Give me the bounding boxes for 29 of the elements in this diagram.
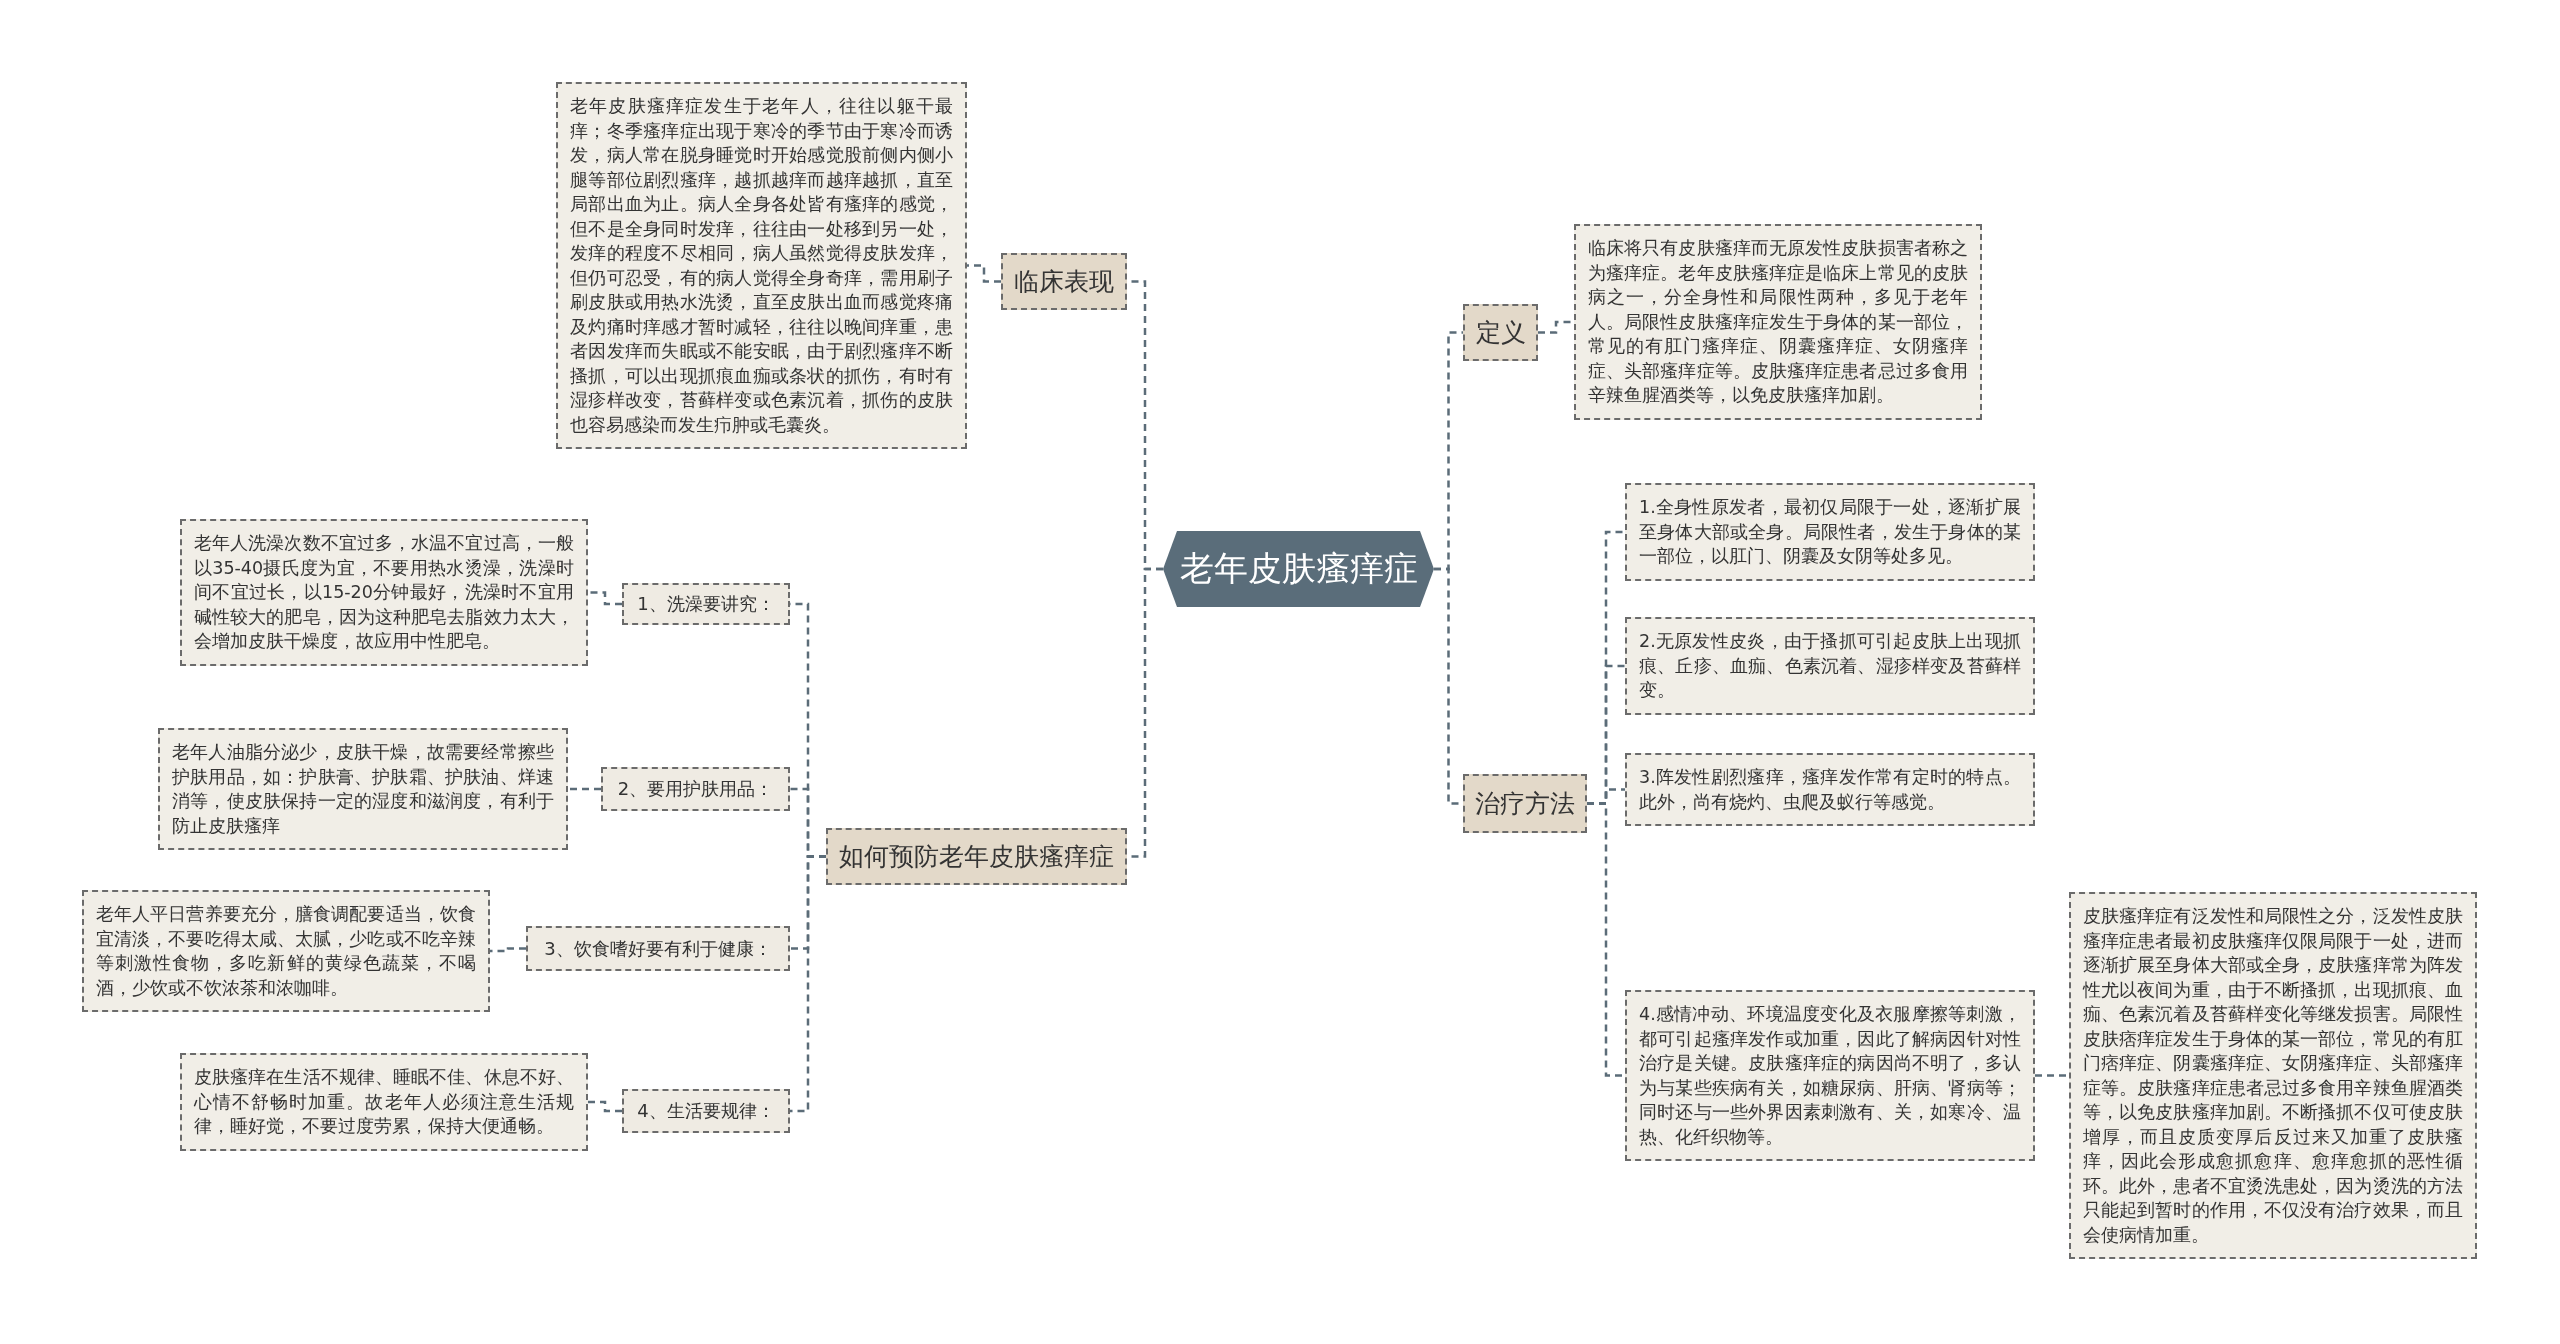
connector-line (588, 1100, 622, 1113)
connector-line (1538, 320, 1574, 334)
subtopic-box: 4、生活要规律： (622, 1089, 790, 1133)
text-box: 1.全身性原发者，最初仅局限于一处，逐渐扩展至身体大部或全身。局限性者，发生于身体的某一部位，以肛门、阴囊及女阴等处多见。 (1625, 483, 2035, 581)
text-box: 老年皮肤瘙痒症发生于老年人，往往以躯干最痒；冬季瘙痒症出现于寒冷的季节由于寒冷而诱发，病人常在脱身睡觉时开始感觉股前侧内侧小腿等部位剧烈瘙痒，越抓越痒而越痒越抓，直至局部出血为止。病人全身各处皆有瘙痒的感觉，但不是全身同时发痒，往往由一处移到另一处，发痒的程度不尽相同，病人虽然觉得皮肤发痒，但仍可忍受，有的病人觉得全身奇痒，需用刷子刷皮肤或用热水洗烫，直至皮肤出血而感觉疼痛及灼痛时痒感才暂时减轻，往往以晚间痒重，患者因发痒而失眠或不能安眠，由于剧烈瘙痒不断搔抓，可以出现抓痕血痂或条状的抓伤，有时有湿疹样改变，苔藓样变或色素沉着，抓伤的皮肤也容易感染而发生疖肿或毛囊炎。 (556, 82, 967, 449)
connector-line (790, 855, 826, 1113)
branch-box: 如何预防老年皮肤瘙痒症 (826, 828, 1127, 885)
connector-line (1587, 802, 1625, 1077)
text-box: 皮肤瘙痒症有泛发性和局限性之分，泛发性皮肤瘙痒症患者最初皮肤瘙痒仅限局限于一处，进而逐渐扩展至身体大部或全身，皮肤瘙痒常为阵发性尤以夜间为重，由于不断搔抓，出现抓痕、血痂、色素沉着及苔藓样变化等继发损害。局限性皮肤痞痒症发生于身体的某一部位，常见的有肛门痞痒症、阴囊瘙痒症、女阴瘙痒症、头部瘙痒症等。皮肤瘙痒症患者忌过多食用辛辣鱼腥酒类等，以免皮肤瘙痒加剧。不断搔抓不仅可使皮肤增厚，而且皮质变厚后反过来又加重了皮肤瘙痒，因此会形成愈抓愈痒、愈痒愈抓的恶性循环。此外，患者不宜烫洗患处，因为烫洗的方法只能起到暂时的作用，不仅没有治疗效果，而且会使病情加重。 (2069, 892, 2477, 1259)
text-box: 4.感情冲动、环境温度变化及衣服摩擦等刺激，都可引起瘙痒发作或加重，因此了解病因针对性治疗是关键。皮肤瘙痒症的病因尚不明了，多认为与某些疾病有关，如糖尿病、肝病、肾病等；同时还与一些外界因素刺激有、关，如寒冷、温热、化纤织物等。 (1625, 990, 2035, 1161)
connector-line (588, 591, 622, 606)
branch-box: 治疗方法 (1463, 774, 1587, 833)
text-box: 老年人洗澡次数不宜过多，水温不宜过高，一般以35-40摄氏度为宜，不要用热水烫澡，洗澡时间不宜过长，以15-20分钟最好，洗澡时不宜用碱性较大的肥皂，因为这种肥皂去脂效力太大，会增加皮肤干燥度，故应用中性肥皂。 (180, 519, 588, 666)
subtopic-box: 2、要用护肤用品： (601, 767, 790, 811)
branch-box: 定义 (1463, 304, 1538, 361)
subtopic-box: 1、洗澡要讲究： (622, 583, 790, 625)
branch-box: 临床表现 (1001, 253, 1127, 310)
topic-box: 老年皮肤瘙痒症 (1163, 531, 1434, 607)
text-box: 2.无原发性皮炎，由于搔抓可引起皮肤上出现抓痕、丘疹、血痂、色素沉着、湿疹样变及苔藓样变。 (1625, 617, 2035, 715)
text-box: 老年人油脂分泌少，皮肤干燥，故需要经常擦些护肤用品，如：护肤膏、护肤霜、护肤油、烊速消等，使皮肤保持一定的湿度和滋润度，有利于防止皮肤瘙痒 (158, 728, 568, 850)
text-box: 皮肤瘙痒在生活不规律、睡眠不佳、休息不好、心情不舒畅时加重。故老年人必须注意生活规律，睡好觉，不要过度劳累，保持大便通畅。 (180, 1053, 588, 1151)
connector-line (490, 947, 526, 953)
connector-line (2035, 1074, 2069, 1077)
connector-line (568, 787, 601, 791)
text-box: 临床将只有皮肤瘙痒而无原发性皮肤损害者称之为瘙痒症。老年皮肤瘙痒症是临床上常见的皮肤病之一，分全身性和局限性两种，多见于老年人。局限性皮肤瘙痒症发生于身体的某一部位，常见的有肛门瘙痒症、阴囊瘙痒症、女阴瘙痒症、头部瘙痒症等。皮肤瘙痒症患者忌过多食用辛辣鱼腥酒类等，以免皮肤瘙痒加剧。 (1574, 224, 1982, 420)
text-box: 老年人平日营养要充分，膳食调配要适当，饮食宜清淡，不要吃得太咸、太腻，少吃或不吃辛辣等刺激性食物，多吃新鲜的黄绿色蔬菜，不喝酒，少饮或不饮浓茶和浓咖啡。 (82, 890, 490, 1012)
text-box: 3.阵发性剧烈瘙痒，瘙痒发作常有定时的特点。此外，尚有烧灼、虫爬及蚁行等感觉。 (1625, 753, 2035, 826)
connector-line (967, 264, 1001, 283)
subtopic-box: 3、饮食嗜好要有利于健康： (526, 926, 790, 971)
